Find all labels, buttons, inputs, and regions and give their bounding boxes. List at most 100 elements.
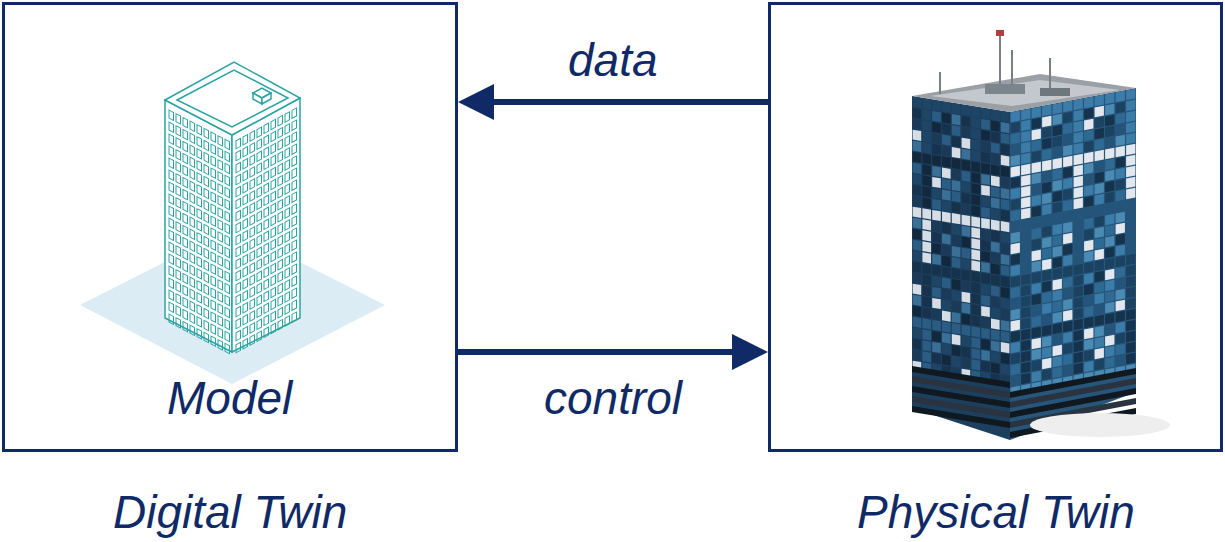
glass-panel (932, 254, 941, 265)
window (285, 208, 290, 218)
window (183, 237, 188, 247)
glass-panel (1053, 180, 1062, 192)
window (190, 145, 195, 155)
window (225, 223, 230, 233)
glass-panel (1063, 222, 1072, 234)
window (236, 138, 241, 148)
window (292, 252, 297, 262)
window (271, 203, 276, 213)
glass-panel (962, 138, 971, 149)
glass-panel (991, 329, 1000, 340)
glass-panel (1063, 354, 1072, 366)
glass-panel (962, 105, 971, 116)
window (211, 264, 216, 274)
glass-panel (942, 354, 951, 365)
glass-panel (1116, 344, 1125, 356)
glass-panel (991, 175, 1000, 186)
glass-panel (1011, 276, 1020, 288)
window (243, 255, 248, 265)
glass-panel (1042, 237, 1051, 249)
glass-panel (952, 202, 961, 213)
glass-panel (1105, 236, 1114, 248)
glass-panel (932, 243, 941, 254)
glass-panel (922, 263, 931, 274)
glass-panel (1011, 375, 1020, 387)
window (183, 261, 188, 271)
window (243, 159, 248, 169)
glass-panel (971, 139, 980, 150)
glass-panel (971, 282, 980, 293)
window (236, 162, 241, 172)
glass-panel (1021, 153, 1030, 165)
glass-panel (1011, 287, 1020, 299)
glass-panel (1116, 333, 1125, 345)
glass-panel (981, 207, 990, 218)
glass-panel (1074, 110, 1083, 122)
glass-panel (962, 215, 971, 226)
glass-panel (1126, 287, 1135, 299)
window (250, 215, 255, 225)
glass-panel (1021, 373, 1030, 385)
glass-panel (1063, 156, 1072, 168)
glass-panel (1074, 209, 1083, 221)
window (176, 210, 181, 220)
glass-panel (1001, 155, 1010, 166)
glass-panel (1021, 263, 1030, 275)
glass-panel (981, 295, 990, 306)
glass-panel (1001, 144, 1010, 155)
window (218, 172, 223, 182)
glass-panel (1126, 177, 1135, 189)
glass-panel (991, 351, 1000, 362)
glass-panel (1126, 320, 1135, 332)
glass-panel (1042, 149, 1051, 161)
window (285, 256, 290, 266)
glass-panel (1074, 308, 1083, 320)
glass-panel (1063, 332, 1072, 344)
window (218, 340, 223, 350)
glass-panel (971, 227, 980, 238)
glass-panel (1095, 348, 1104, 360)
arrow-connector (458, 334, 768, 370)
glass-panel (1001, 188, 1010, 199)
glass-panel (922, 208, 931, 219)
glass-panel (932, 309, 941, 320)
glass-panel (952, 356, 961, 367)
glass-panel (932, 122, 941, 133)
window (250, 227, 255, 237)
glass-panel (1011, 133, 1020, 145)
glass-panel (991, 109, 1000, 120)
glass-panel (981, 317, 990, 328)
window (278, 188, 283, 198)
window (285, 172, 290, 182)
glass-panel (991, 340, 1000, 351)
window (278, 128, 283, 138)
glass-panel (1011, 155, 1020, 167)
window (190, 265, 195, 275)
window (292, 144, 297, 154)
glass-panel (1084, 306, 1093, 318)
glass-panel (932, 210, 941, 221)
window (211, 324, 216, 334)
glass-panel (1042, 248, 1051, 260)
glass-panel (1021, 351, 1030, 363)
glass-panel (1116, 190, 1125, 202)
glass-panel (1053, 279, 1062, 291)
glass-panel (1095, 194, 1104, 206)
glass-panel (1021, 186, 1030, 198)
glass-panel (1011, 122, 1020, 134)
glass-panel (942, 321, 951, 332)
window (250, 203, 255, 213)
window (292, 108, 297, 118)
glass-panel (1126, 298, 1135, 310)
glass-panel (1095, 161, 1104, 173)
window (176, 246, 181, 256)
window (236, 258, 241, 268)
glass-panel (1084, 207, 1093, 219)
window (271, 263, 276, 273)
window (197, 209, 202, 219)
glass-panel (1053, 246, 1062, 258)
glass-panel (981, 119, 990, 130)
window (211, 288, 216, 298)
glass-panel (1116, 278, 1125, 290)
glass-panel (1053, 136, 1062, 148)
